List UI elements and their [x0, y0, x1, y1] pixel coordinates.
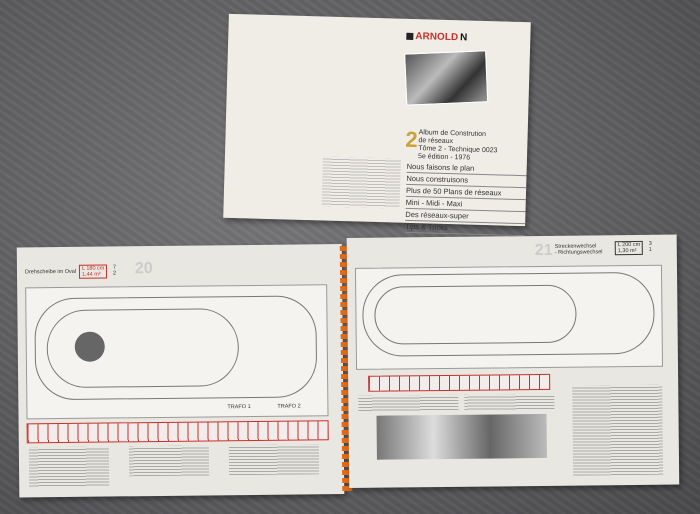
area: 1,30 m² [617, 247, 637, 255]
text-block [228, 444, 320, 476]
plan-number: 20 [134, 260, 153, 278]
page-title: Drehscheibe im Oval [24, 268, 77, 276]
brand: ARNOLD [415, 31, 459, 44]
contents-list: Nous faisons le plan Nous construisons P… [404, 160, 527, 237]
text-block [128, 445, 210, 477]
turntable [74, 331, 105, 362]
track-plan: TRAFO 1 TRAFO 2 [25, 284, 329, 420]
count: 1 [648, 246, 652, 253]
count: 2 [112, 270, 117, 277]
area: 1,44 m² [81, 271, 101, 278]
parts-table [368, 373, 551, 392]
trafo-label: TRAFO 2 [277, 403, 301, 410]
intro-text-block [321, 156, 401, 209]
parts-table [26, 420, 329, 444]
page-title: Streckenwechsel- Richtungswechsel [555, 243, 603, 255]
track-inner [374, 284, 577, 345]
text-block [464, 393, 555, 411]
cover-photo [404, 50, 489, 106]
layout-photo [376, 413, 547, 460]
track-plan [354, 264, 664, 370]
title-line: - Richtungswechsel [554, 249, 603, 256]
text-block [358, 394, 459, 412]
cover-title: Album de Constrution de réseaux Tôme 2 -… [418, 129, 498, 163]
text-block [572, 384, 664, 476]
brand-suffix: N [459, 32, 468, 44]
text-block [28, 446, 110, 488]
volume-number: 2 [405, 126, 419, 153]
trafo-label: TRAFO 1 [227, 404, 251, 411]
plan-number: 21 [534, 241, 553, 260]
right-page: 21 Streckenwechsel- Richtungswechsel L 2… [346, 234, 680, 488]
